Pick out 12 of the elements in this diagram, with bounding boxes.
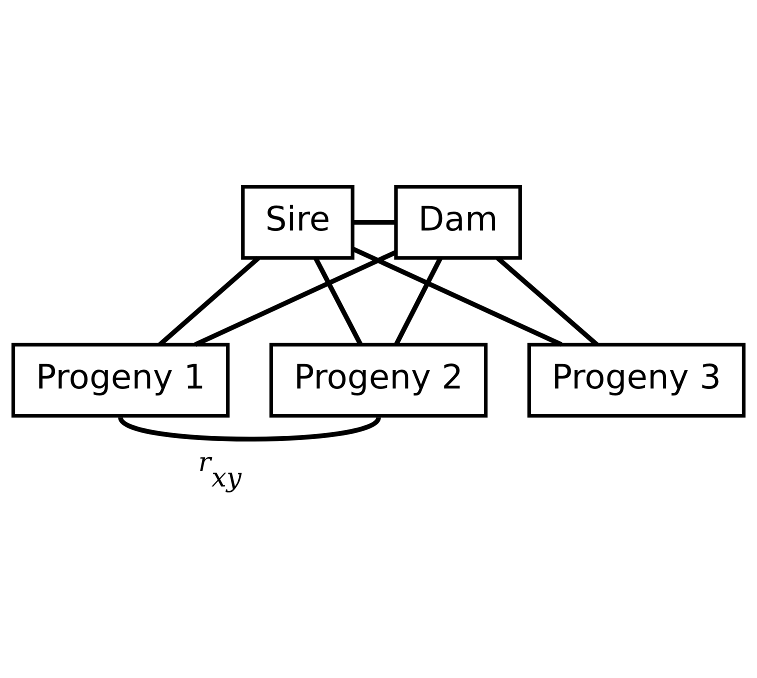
node-box: Dam	[394, 184, 522, 260]
connector	[194, 250, 397, 346]
node-box: Progeny 2	[269, 342, 488, 418]
node-box: Sire	[241, 184, 354, 260]
connector	[158, 256, 260, 346]
connector	[394, 256, 443, 346]
node-box: Progeny 1	[11, 342, 230, 418]
node-box: Progeny 3	[527, 342, 746, 418]
connector	[352, 246, 562, 346]
connector	[352, 219, 396, 224]
connector	[496, 256, 599, 346]
connector	[118, 416, 380, 442]
